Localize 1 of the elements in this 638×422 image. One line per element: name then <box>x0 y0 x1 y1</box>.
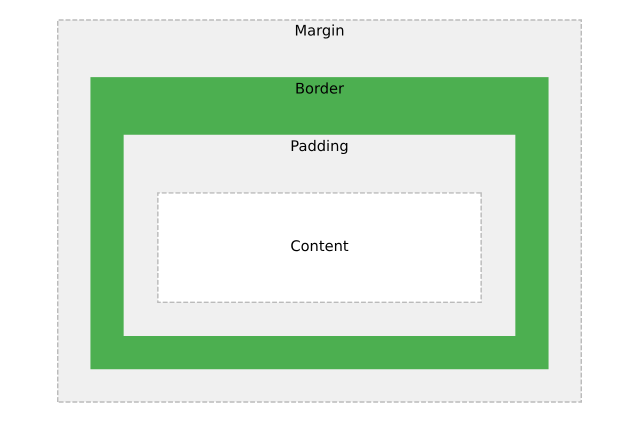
node-box: Content <box>156 192 482 304</box>
